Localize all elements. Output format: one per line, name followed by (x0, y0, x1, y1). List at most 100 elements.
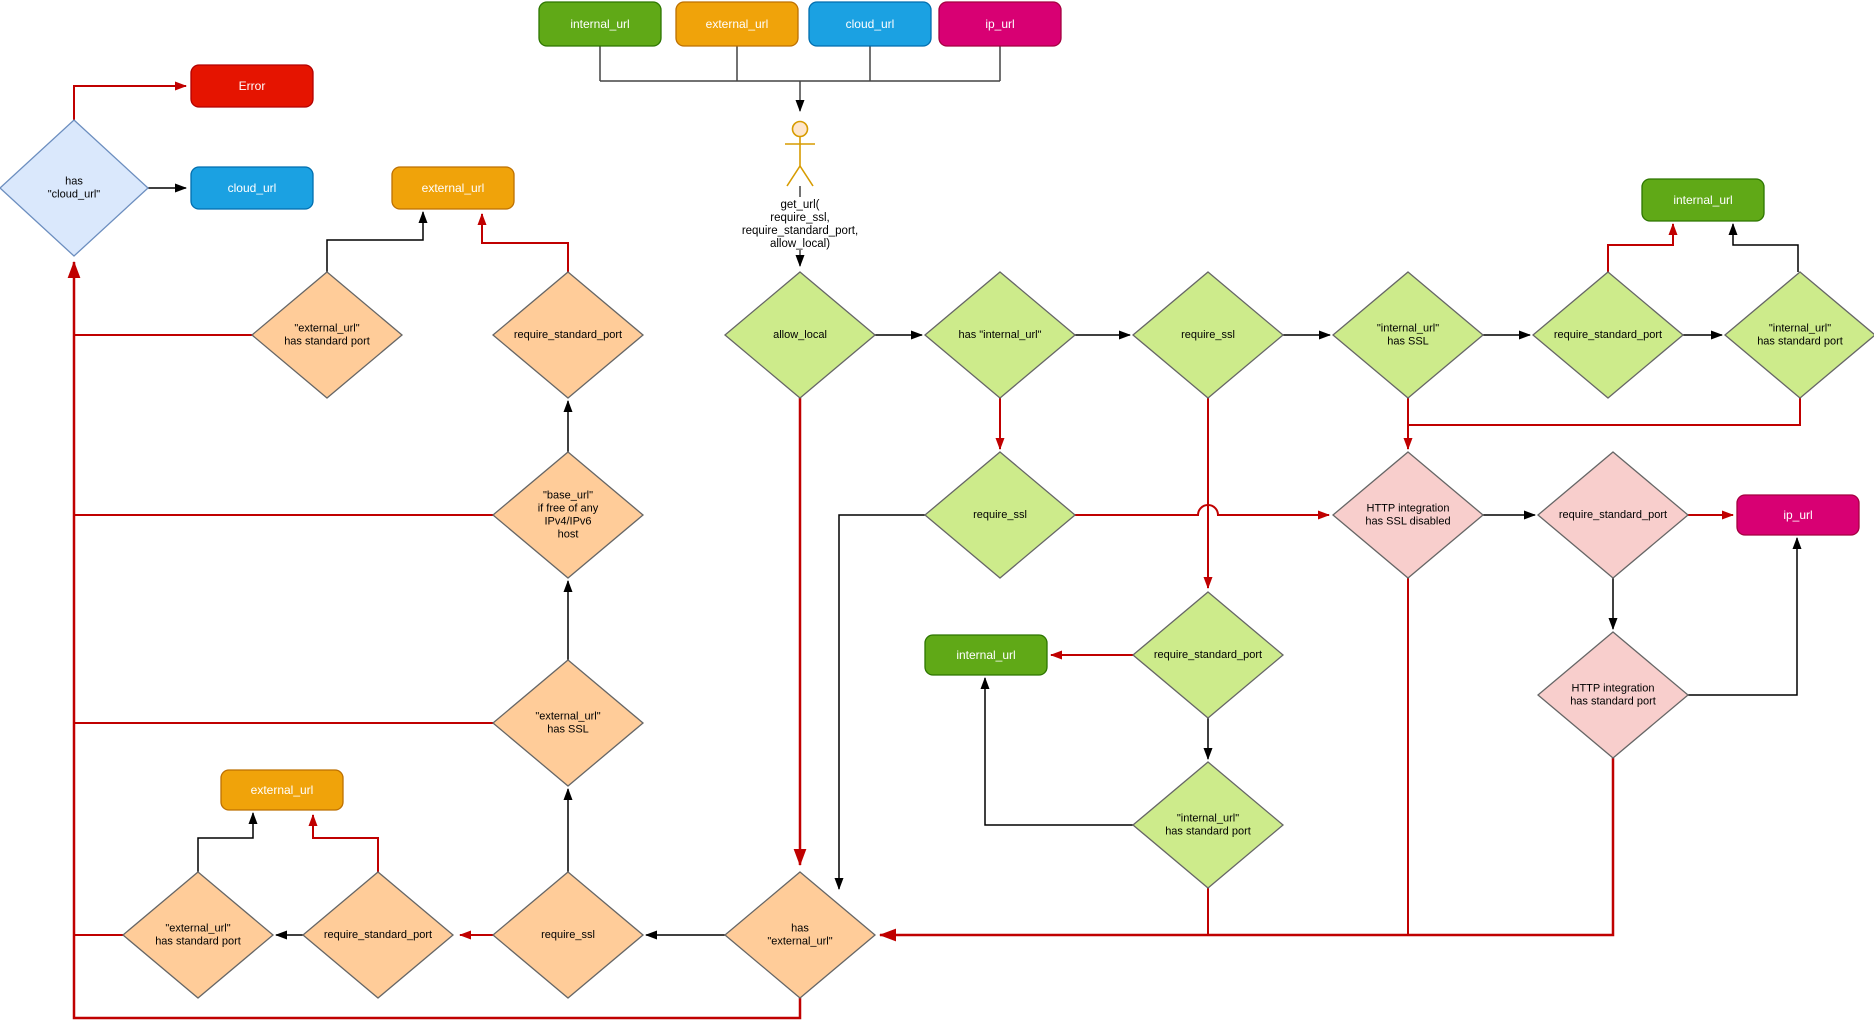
terminal-internal-url-mid-label: internal_url (956, 648, 1015, 662)
decision-require-standard-port-right-label: require_standard_port (1554, 329, 1662, 341)
decision-has-internal-url-shape (923, 271, 1077, 399)
terminal-cloud-url-top: cloud_url (808, 1, 932, 47)
decision-base-url-ip-free-label: IPv4/IPv6 (544, 516, 591, 528)
decision-base-url-ip-free-shape (491, 451, 645, 579)
decision-has-external-url-label: has (791, 923, 809, 935)
decision-internal-url-has-standard-port-top-label: has standard port (1757, 336, 1843, 348)
terminal-internal-url-mid: internal_url (924, 634, 1048, 676)
decision-require-standard-port-bottom-label: require_standard_port (324, 929, 432, 941)
decision-internal-url-has-standard-port-top: "internal_url"has standard port (1723, 271, 1874, 399)
terminal-cloud-url-label: cloud_url (228, 181, 277, 195)
edge-pink3-to-ip (1688, 537, 1802, 696)
edge-reqstd-right-to-internal-tr (1607, 223, 1678, 272)
terminal-internal-url-top-label: internal_url (570, 17, 629, 31)
decision-base-url-ip-free-label: if free of any (538, 503, 599, 515)
terminal-external-url-topleft: external_url (391, 166, 515, 210)
decision-external-url-has-ssl: "external_url"has SSL (491, 659, 645, 787)
decision-external-url-has-ssl-label: has SSL (547, 724, 589, 736)
edge-extstd-bottom-to-external-lower (197, 812, 258, 872)
decision-require-standard-port-left-label: require_standard_port (514, 329, 622, 341)
decision-require-standard-port-mid-shape (1131, 591, 1285, 719)
decision-require-standard-port-bottom-shape (301, 871, 455, 999)
decision-http-integration-standard-port-label: HTTP integration (1572, 683, 1655, 695)
decision-require-standard-port-pink-label: require_standard_port (1559, 509, 1667, 521)
decision-require-standard-port-mid: require_standard_port (1131, 591, 1285, 719)
decision-external-url-has-ssl-shape (491, 659, 645, 787)
decision-external-url-has-standard-port-bottom-shape (121, 871, 275, 999)
decision-http-integration-standard-port-label: has standard port (1570, 696, 1656, 708)
terminal-internal-url-top-shape (538, 1, 662, 47)
decision-external-url-has-standard-port-top-label: "external_url" (294, 323, 359, 335)
terminal-cloud-url-top-label: cloud_url (846, 17, 895, 31)
terminal-ip-url-top-label: ip_url (985, 17, 1014, 31)
edge-reqstd-bottom-to-external-lower (308, 814, 379, 872)
decision-has-cloud-url-label: has (65, 176, 83, 188)
decision-base-url-ip-free-label: "base_url" (543, 490, 593, 502)
decision-external-url-has-standard-port-top-shape (250, 271, 404, 399)
terminal-internal-url-mid-shape (924, 634, 1048, 676)
terminal-cloud-url: cloud_url (190, 166, 314, 210)
terminal-internal-url-topright-label: internal_url (1673, 193, 1732, 207)
decision-external-url-has-standard-port-bottom: "external_url"has standard port (121, 871, 275, 999)
edge-intstd-mid-to-internal-mid (980, 677, 1133, 826)
actor-call-label: get_url( (781, 199, 820, 211)
decision-external-url-has-standard-port-bottom-label: "external_url" (165, 923, 230, 935)
terminal-external-url-top-shape (675, 1, 799, 47)
decision-external-url-has-ssl-label: "external_url" (535, 711, 600, 723)
terminal-error-shape (190, 64, 314, 108)
decision-allow-local-shape (723, 271, 877, 399)
decision-http-integration-ssl-disabled-label: HTTP integration (1367, 503, 1450, 515)
decision-internal-url-has-standard-port-top-shape (1723, 271, 1874, 399)
edge-reqssl-mid-to-pink1-hop (1075, 504, 1330, 520)
terminal-internal-url-topright: internal_url (1641, 178, 1765, 222)
terminal-ip-url-shape (1736, 494, 1860, 536)
actor-call-label: allow_local) (770, 238, 830, 250)
decision-has-external-url: has"external_url" (723, 871, 877, 999)
decision-has-internal-url: has "internal_url" (923, 271, 1077, 399)
decision-require-ssl-top-shape (1131, 271, 1285, 399)
decision-internal-url-has-standard-port-mid: "internal_url"has standard port (1131, 761, 1285, 889)
decision-internal-url-has-standard-port-mid-label: "internal_url" (1177, 813, 1239, 825)
decision-internal-url-has-ssl: "internal_url"has SSL (1331, 271, 1485, 399)
decision-internal-url-has-standard-port-mid-label: has standard port (1165, 826, 1251, 838)
edge-hascloud-to-error (73, 81, 187, 120)
decision-require-standard-port-bottom: require_standard_port (301, 871, 455, 999)
decision-require-standard-port-mid-label: require_standard_port (1154, 649, 1262, 661)
edge-top-merge (599, 46, 1001, 82)
decision-internal-url-has-standard-port-top-label: "internal_url" (1769, 323, 1831, 335)
terminal-error: Error (190, 64, 314, 108)
decision-has-external-url-label: "external_url" (767, 936, 832, 948)
decision-require-standard-port-left: require_standard_port (491, 271, 645, 399)
edge-reqstd-left-to-external-box (477, 213, 569, 272)
decision-allow-local-label: allow_local (773, 329, 827, 341)
terminal-external-url-top-label: external_url (706, 17, 769, 31)
decision-has-cloud-url-shape (0, 119, 149, 257)
decision-external-url-has-standard-port-bottom-label: has standard port (155, 936, 241, 948)
decision-require-ssl-mid: require_ssl (923, 451, 1077, 579)
edge-reqssl-mid-to-hasext (834, 514, 925, 890)
terminal-ip-url-label: ip_url (1783, 508, 1812, 522)
terminal-internal-url-topright-shape (1641, 178, 1765, 222)
decision-require-ssl-mid-label: require_ssl (973, 509, 1027, 521)
decision-require-standard-port-pink-shape (1536, 451, 1690, 579)
decision-require-standard-port-right: require_standard_port (1531, 271, 1685, 399)
decision-require-ssl-bottom-shape (491, 871, 645, 999)
terminal-ip-url-top: ip_url (938, 1, 1062, 47)
decision-require-standard-port-pink: require_standard_port (1536, 451, 1690, 579)
decision-has-cloud-url-label: "cloud_url" (48, 189, 101, 201)
decision-require-standard-port-left-shape (491, 271, 645, 399)
decision-internal-url-has-ssl-shape (1331, 271, 1485, 399)
decision-has-external-url-shape (723, 871, 877, 999)
terminal-external-url-lower-label: external_url (251, 783, 314, 797)
actor-call-label: require_standard_port, (742, 225, 858, 237)
terminal-error-label: Error (239, 79, 266, 93)
decision-require-ssl-bottom-label: require_ssl (541, 929, 595, 941)
terminal-external-url-top: external_url (675, 1, 799, 47)
decision-require-ssl-mid-shape (923, 451, 1077, 579)
decision-has-cloud-url: has"cloud_url" (0, 119, 149, 257)
